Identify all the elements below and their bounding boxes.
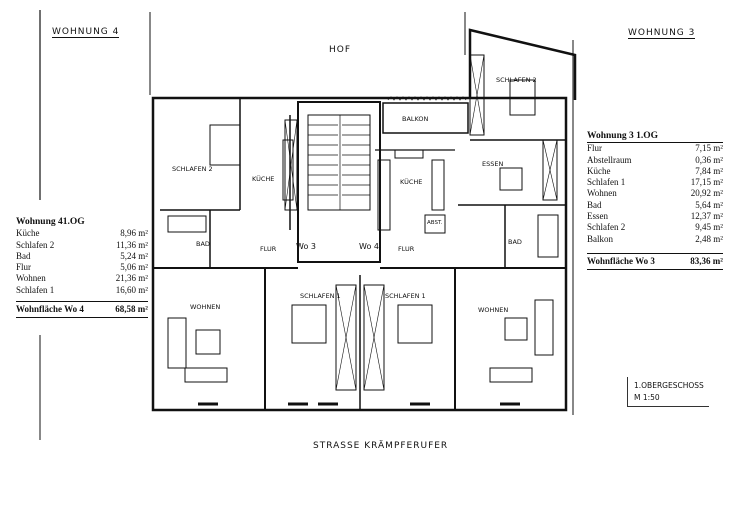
floor-label: 1.OBERGESCHOSS: [634, 381, 704, 390]
area-row-value: 11,36 m²: [116, 239, 148, 250]
area-row-name: Flur: [16, 262, 32, 273]
area-row: Schlafen 1 17,15 m²: [587, 177, 723, 188]
room-label-schlafen2-right: SCHLAFEN 2: [496, 76, 537, 84]
area-row: Abstellraum 0,36 m²: [587, 155, 723, 166]
area-row-name: Küche: [16, 228, 40, 239]
area-row: Küche 8,96 m²: [16, 228, 148, 239]
area-row-name: Balkon: [587, 233, 613, 244]
room-label-balkon: BALKON: [402, 115, 429, 123]
area-row: Schlafen 1 16,60 m²: [16, 285, 148, 296]
area-row-value: 9,45 m²: [695, 222, 723, 233]
area-row-name: Bad: [587, 199, 602, 210]
area-row-name: Bad: [16, 250, 31, 261]
room-label-schlafen1-left: SCHLAFEN 1: [300, 292, 341, 300]
apartment-3-heading: WOHNUNG 3: [628, 28, 696, 39]
room-label-kueche-right: KÜCHE: [400, 178, 423, 186]
area-row-name: Abstellraum: [587, 154, 632, 165]
area-row-value: 7,15 m²: [695, 143, 723, 154]
area-row: Küche 7,84 m²: [587, 166, 723, 177]
area-row: Essen 12,37 m²: [587, 211, 723, 222]
area-row-value: 0,36 m²: [695, 154, 723, 165]
stair-label-wo3: Wo 3: [296, 242, 316, 251]
area-table-total: Wohnfläche Wo 4 68,58 m²: [16, 301, 148, 319]
room-label-kueche-left: KÜCHE: [252, 175, 275, 183]
area-row-name: Flur: [587, 143, 603, 154]
area-row: Bad 5,24 m²: [16, 251, 148, 262]
area-table-title: Wohnung 41.OG: [16, 217, 85, 227]
room-label-bad-right: BAD: [508, 238, 522, 246]
area-row-name: Schlafen 2: [16, 239, 55, 250]
apartment-4-heading: WOHNUNG 4: [52, 27, 120, 38]
room-label-bad-left: BAD: [196, 240, 210, 248]
area-row: Wohnen 20,92 m²: [587, 188, 723, 199]
room-label-flur-left: FLUR: [260, 245, 277, 253]
area-row: Wohnen 21,36 m²: [16, 273, 148, 284]
area-row-name: Küche: [587, 165, 611, 176]
area-row-value: 7,84 m²: [695, 165, 723, 176]
area-row-value: 2,48 m²: [695, 233, 723, 244]
floor-scale-stamp: 1.OBERGESCHOSS M 1:50: [627, 377, 709, 407]
area-row: Flur 7,15 m²: [587, 143, 723, 154]
room-label-essen: ESSEN: [482, 160, 504, 168]
room-label-wohnen-left: WOHNEN: [190, 303, 221, 311]
scale-label: M 1:50: [634, 393, 660, 402]
area-row-value: 8,96 m²: [120, 228, 148, 239]
area-row-name: Wohnen: [587, 188, 617, 199]
area-row-value: 5,24 m²: [120, 250, 148, 261]
area-row-value: 17,15 m²: [690, 177, 723, 188]
area-row: Balkon 2,48 m²: [587, 234, 723, 245]
area-row-value: 5,64 m²: [695, 199, 723, 210]
area-table-total: Wohnfläche Wo 3 83,36 m²: [587, 252, 723, 271]
courtyard-label: HOF: [329, 45, 352, 55]
street-label: STRASSE KRÄMPFERUFER: [313, 441, 449, 451]
area-row: Bad 5,64 m²: [587, 200, 723, 211]
area-row-value: 5,06 m²: [120, 262, 148, 273]
area-row-value: 20,92 m²: [690, 188, 723, 199]
area-row-name: Schlafen 2: [587, 222, 626, 233]
area-row-value: 21,36 m²: [115, 273, 148, 284]
room-label-schlafen1-right: SCHLAFEN 1: [385, 292, 426, 300]
room-label-abst: ABST.: [427, 220, 443, 226]
stair-label-wo4: Wo 4: [359, 242, 379, 251]
area-table-wohnung-4: Wohnung 41.OG Küche 8,96 m² Schlafen 2 11,3…: [16, 217, 148, 319]
area-row-name: Wohnen: [16, 273, 46, 284]
area-row-value: 16,60 m²: [115, 284, 148, 295]
area-row: Flur 5,06 m²: [16, 262, 148, 273]
room-label-wohnen-right: WOHNEN: [478, 306, 509, 314]
area-row-name: Schlafen 1: [16, 284, 55, 295]
area-row-name: Schlafen 1: [587, 177, 626, 188]
area-table-wohnung-3: Wohnung 3 1.OG Flur 7,15 m² Abstellraum 0,3…: [587, 131, 723, 271]
area-row-value: 12,37 m²: [690, 211, 723, 222]
area-row-name: Essen: [587, 211, 608, 222]
room-label-schlafen2-left: SCHLAFEN 2: [172, 165, 213, 173]
room-label-flur-right: FLUR: [398, 245, 415, 253]
area-row: Schlafen 2 9,45 m²: [587, 222, 723, 233]
area-row: Schlafen 2 11,36 m²: [16, 240, 148, 251]
area-table-title: Wohnung 3 1.OG: [587, 131, 723, 144]
